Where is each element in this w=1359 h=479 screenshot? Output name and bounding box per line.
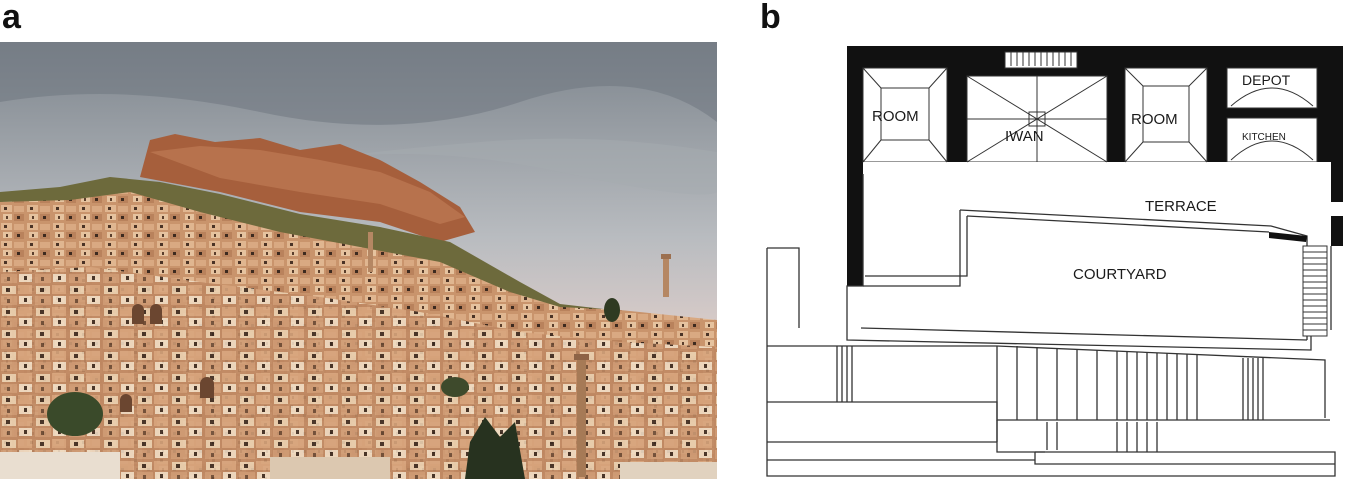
courtyard-label: COURTYARD xyxy=(1073,266,1167,283)
panel-label-a: a xyxy=(2,0,21,36)
depot-label: DEPOT xyxy=(1242,72,1291,88)
terrace-label: TERRACE xyxy=(1145,198,1217,215)
panel-label-b: b xyxy=(760,0,781,36)
kitchen-label: KITCHEN xyxy=(1242,132,1286,143)
iwan-label: IWAN xyxy=(1005,128,1044,145)
room-left-label: ROOM xyxy=(872,108,919,125)
room-right-label: ROOM xyxy=(1131,111,1178,128)
hillside-town-photo xyxy=(0,42,717,479)
floor-plan: ROOM IWAN ROOM DEPOT KITCHEN TERRACE COU… xyxy=(766,46,1343,477)
